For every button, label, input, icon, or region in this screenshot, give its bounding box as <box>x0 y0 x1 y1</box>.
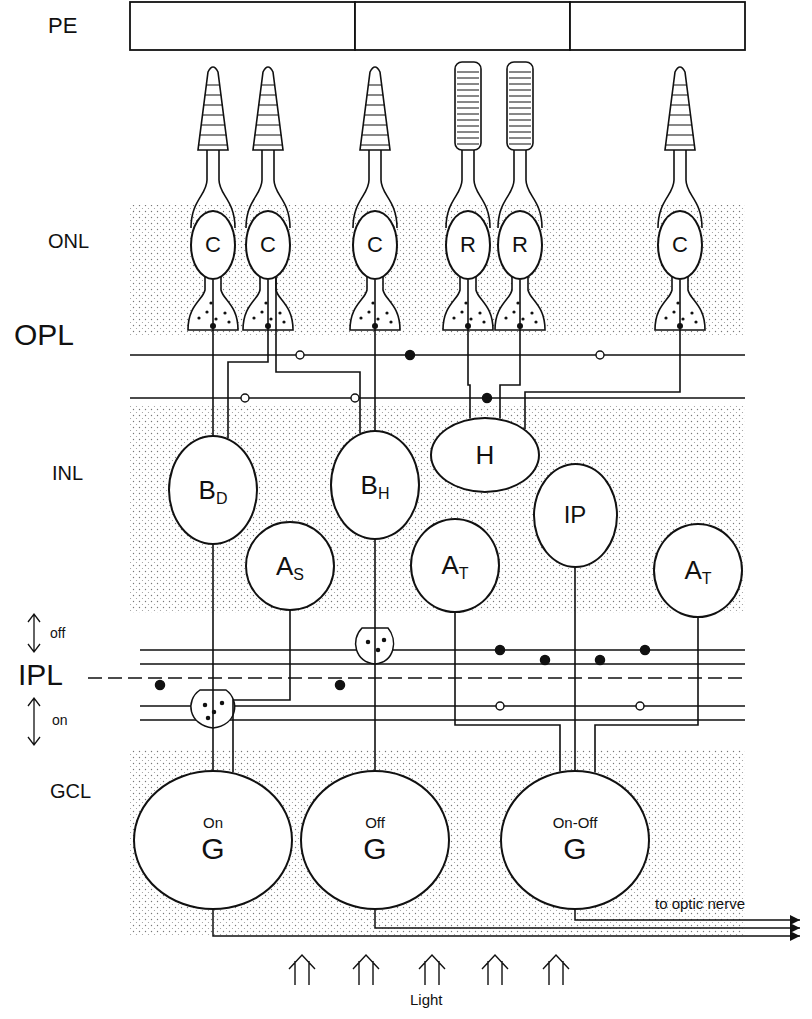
amacrine-cell: AT <box>410 518 500 613</box>
sublamina-label: off <box>50 626 65 641</box>
synaptic-connection <box>468 280 470 418</box>
synaptic-connection <box>455 613 560 772</box>
cell-text-group: OffG <box>363 815 386 865</box>
synaptic-connection <box>233 611 290 772</box>
light-label: Light <box>410 992 443 1009</box>
synaptic-connection <box>374 280 376 430</box>
cone-cell: C <box>352 210 398 280</box>
synaptic-connection <box>374 540 376 770</box>
cone-cell: C <box>657 210 703 280</box>
bipolar-cell: BH <box>330 430 420 540</box>
cell-subscript: H <box>378 485 390 503</box>
synaptic-connection <box>212 545 214 770</box>
cell-text-group: C <box>205 233 221 257</box>
synaptic-connection <box>276 278 360 433</box>
cell-text-group: R <box>512 233 528 257</box>
cell-label: B <box>199 476 216 505</box>
synaptic-connection <box>212 280 214 435</box>
cell-text-group: R <box>460 233 476 257</box>
inl-band <box>130 405 745 613</box>
cell-subscript: T <box>459 565 469 583</box>
layer-label: ONL <box>48 230 89 252</box>
cell-subscript: D <box>216 490 228 508</box>
layer-label: PE <box>48 14 77 38</box>
cell-label: B <box>361 471 378 500</box>
cell-subscript: S <box>293 566 304 584</box>
cell-text-group: BD <box>199 476 228 505</box>
amacrine-cell: AS <box>245 521 335 611</box>
cell-label: C <box>260 233 276 257</box>
synaptic-connection <box>595 618 698 773</box>
cell-text-group: C <box>672 233 688 257</box>
axon-arrowhead <box>790 915 800 941</box>
axon <box>213 908 800 936</box>
cell-label: R <box>512 233 528 257</box>
cell-text-group: IP <box>564 502 587 528</box>
synaptic-connection <box>574 568 576 771</box>
cell-text-group: C <box>260 233 276 257</box>
cell-subscript: T <box>702 570 712 588</box>
cell-label: R <box>460 233 476 257</box>
cell-label: G <box>201 832 224 865</box>
on-off-boundary <box>88 677 745 678</box>
cell-label: C <box>672 233 688 257</box>
cell-text-group: AT <box>684 556 711 585</box>
cell-label: G <box>563 832 586 865</box>
ganglion-cell: OnG <box>133 770 293 910</box>
horizontal-cell: H <box>430 417 540 493</box>
opl-synapse <box>241 351 604 403</box>
cell-label: H <box>476 441 495 470</box>
cell-label: IP <box>564 502 587 528</box>
cell-label: Off <box>365 815 385 832</box>
cell-text-group: OnG <box>201 815 224 865</box>
rod-cell: R <box>497 210 543 280</box>
light-arrow <box>289 955 569 985</box>
cell-text-group: On-OffG <box>553 815 598 865</box>
synaptic-connection <box>525 280 680 429</box>
amacrine-cell: AT <box>653 523 743 618</box>
cell-label: C <box>205 233 221 257</box>
cell-text-group: BH <box>361 471 390 500</box>
sublamina-label: on <box>52 713 68 728</box>
cell-label: A <box>684 556 701 585</box>
cell-label: C <box>367 233 383 257</box>
gcl-band <box>130 750 745 935</box>
cell-text-group: H <box>476 441 495 470</box>
ganglion-cell: OffG <box>300 770 450 910</box>
rod-cell: R <box>445 210 491 280</box>
layer-label: INL <box>52 462 83 484</box>
ganglion-cell: On-OffG <box>500 770 650 910</box>
output-label: to optic nerve <box>655 896 745 913</box>
bipolar-cell: BD <box>168 435 258 545</box>
cone-cell: C <box>190 210 236 280</box>
synaptic-connection <box>228 280 268 438</box>
photoreceptor-segments <box>188 62 705 330</box>
cell-text-group: AT <box>441 551 468 580</box>
cell-text-group: C <box>367 233 383 257</box>
cell-label: On-Off <box>553 815 598 832</box>
cell-text-group: AS <box>276 552 304 581</box>
layer-label: GCL <box>50 780 91 802</box>
pigment-epithelium <box>130 2 745 50</box>
cell-label: A <box>276 552 293 581</box>
cone-cell: C <box>245 210 291 280</box>
layer-label: OPL <box>14 318 74 351</box>
synaptic-connection <box>500 280 520 418</box>
interplexiform-cell: IP <box>533 463 618 568</box>
cell-label: On <box>203 815 223 832</box>
layer-label: IPL <box>18 658 63 691</box>
cell-label: G <box>363 832 386 865</box>
cell-label: A <box>441 551 458 580</box>
